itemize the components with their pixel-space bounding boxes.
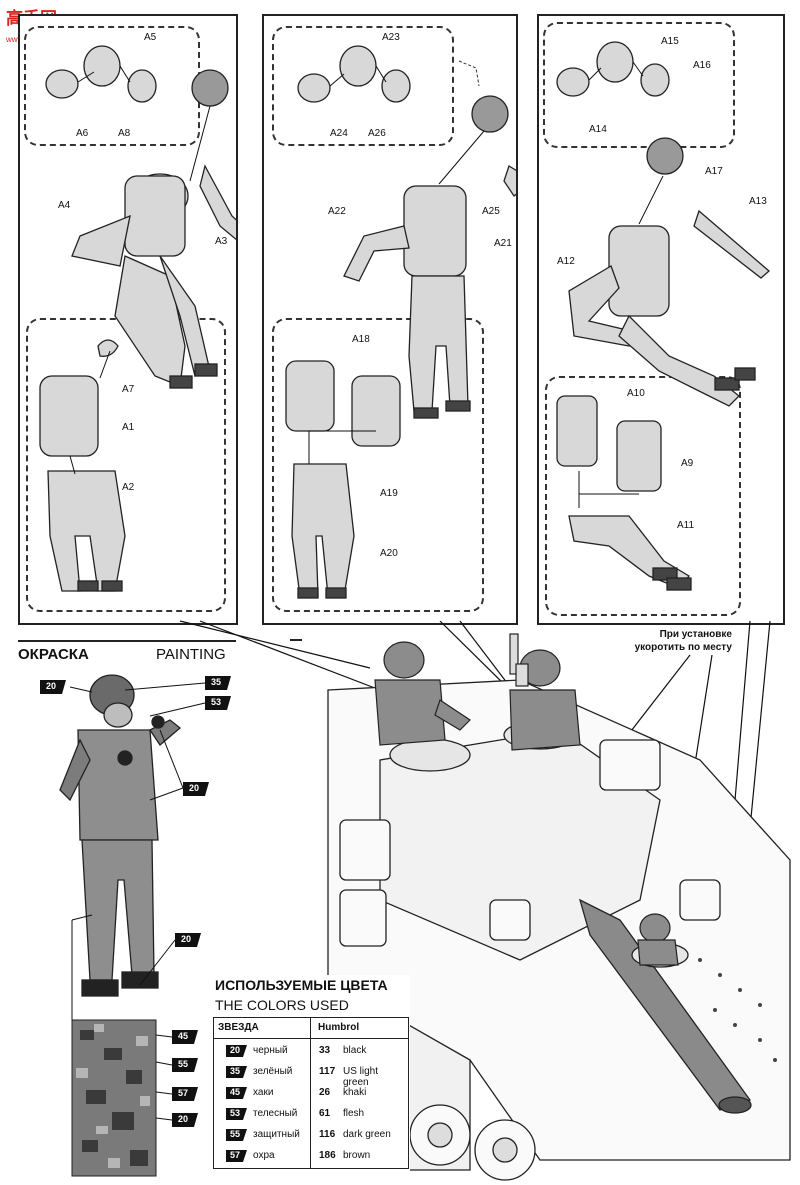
color-name-ru: зелёный — [253, 1066, 293, 1077]
paint-callout-badge: 20 — [40, 680, 66, 694]
part-label: A12 — [557, 256, 575, 267]
part-label: A20 — [380, 548, 398, 559]
colors-title-ru: ИСПОЛЬЗУЕМЫЕ ЦВЕТА — [215, 977, 388, 993]
figure-right-drawing — [556, 41, 770, 591]
table-row: 57 охра 186 brown — [213, 1146, 403, 1167]
panel-middle-figure: A23 A24 A26 A22 A25 A21 A18 A19 A20 — [262, 14, 518, 625]
part-label: A19 — [380, 488, 398, 499]
part-label: A13 — [749, 196, 767, 207]
paint-callout-badge: 57 — [172, 1087, 198, 1101]
paint-callout-badge: 45 — [172, 1030, 198, 1044]
colors-title-en: THE COLORS USED — [215, 997, 349, 1013]
humbrol-code: 61 — [319, 1108, 331, 1119]
color-name-ru: охра — [253, 1150, 275, 1161]
part-label: A6 — [76, 128, 89, 139]
paint-callout-badge: 35 — [205, 676, 231, 690]
part-label: A25 — [482, 206, 500, 217]
part-label: A26 — [368, 128, 386, 139]
part-label: A24 — [330, 128, 348, 139]
table-row: 35 зелёный 117 US light green — [213, 1062, 403, 1088]
table-header-rule — [214, 1038, 408, 1039]
color-name-en: khaki — [343, 1087, 367, 1098]
paint-callout-badge: 20 — [172, 1113, 198, 1127]
color-name-ru: хаки — [253, 1087, 274, 1098]
painting-header: ОКРАСКА PAINTING — [18, 640, 236, 666]
part-label: A14 — [589, 124, 607, 135]
paint-callout-badge: 20 — [183, 782, 209, 796]
color-name-ru: черный — [253, 1045, 288, 1056]
panel-right-figure: A15 A16 A14 A17 A13 A12 A10 A9 A11 — [537, 14, 785, 625]
part-label: A10 — [627, 388, 645, 399]
color-name-en: brown — [343, 1150, 371, 1161]
part-label: A16 — [693, 60, 711, 71]
head-subassembly-box — [272, 26, 454, 146]
table-column-divider — [310, 1018, 311, 1168]
painting-figure-drawing — [59, 674, 206, 1177]
part-label: A22 — [328, 206, 346, 217]
part-label: A11 — [677, 520, 695, 531]
humbrol-code: 26 — [319, 1087, 331, 1098]
part-label: A2 — [122, 482, 135, 493]
figure-middle-drawing — [285, 45, 516, 599]
table-row: 53 телесный 61 flesh — [213, 1104, 403, 1125]
panel-left-figure: A5 A6 A8 A4 A3 A7 A1 A2 — [18, 14, 238, 625]
part-label: A3 — [215, 236, 228, 247]
star-icon: 55 — [223, 1127, 249, 1143]
part-label: A5 — [144, 32, 157, 43]
painting-rule-right — [290, 639, 302, 641]
humbrol-code: 186 — [319, 1150, 336, 1161]
painting-title-ru: ОКРАСКА — [18, 646, 89, 663]
part-label: A8 — [118, 128, 131, 139]
color-name-en: dark green — [343, 1129, 391, 1140]
body-subassembly-box — [272, 318, 484, 612]
part-label: A7 — [122, 384, 135, 395]
table-row: 20 черный 33 black — [213, 1041, 403, 1062]
star-icon: 45 — [223, 1085, 249, 1101]
star-icon: 53 — [223, 1106, 249, 1122]
color-name-en: flesh — [343, 1108, 365, 1119]
body-subassembly-box — [545, 376, 741, 616]
part-label: A23 — [382, 32, 400, 43]
part-label: A17 — [705, 166, 723, 177]
table-row: 55 защитный 116 dark green — [213, 1125, 403, 1146]
paint-callout-badge: 53 — [205, 696, 231, 710]
part-label: A15 — [661, 36, 679, 47]
part-label: A4 — [58, 200, 71, 211]
part-label: A18 — [352, 334, 370, 345]
colors-table: ЗВЕЗДА Humbrol — [213, 1017, 409, 1169]
star-icon: 20 — [223, 1043, 249, 1059]
paint-callout-badge: 55 — [172, 1058, 198, 1072]
install-note: При установке укоротить по месту — [622, 628, 732, 654]
install-note-line2: укоротить по месту — [634, 642, 732, 653]
table-row: 45 хаки 26 khaki — [213, 1083, 403, 1104]
color-name-ru: телесный — [253, 1108, 298, 1119]
part-label: A1 — [122, 422, 135, 433]
color-name-en: black — [343, 1045, 367, 1056]
part-label: A21 — [494, 238, 512, 249]
color-name-ru: защитный — [253, 1129, 300, 1140]
head-subassembly-box — [543, 22, 735, 148]
table-header-humbrol: Humbrol — [318, 1022, 360, 1033]
install-note-line1: При установке — [659, 629, 732, 640]
star-icon: 35 — [223, 1064, 249, 1080]
paint-callout-badge: 20 — [175, 933, 201, 947]
humbrol-code: 117 — [319, 1066, 336, 1077]
part-label: A9 — [681, 458, 694, 469]
figure-left-drawing — [39, 45, 236, 592]
painting-title-en: PAINTING — [156, 646, 226, 663]
table-header-zvezda: ЗВЕЗДА — [218, 1022, 259, 1033]
color-name-en: US light green — [343, 1066, 379, 1088]
humbrol-code: 33 — [319, 1045, 331, 1056]
humbrol-code: 116 — [319, 1129, 336, 1140]
star-icon: 57 — [223, 1148, 249, 1164]
